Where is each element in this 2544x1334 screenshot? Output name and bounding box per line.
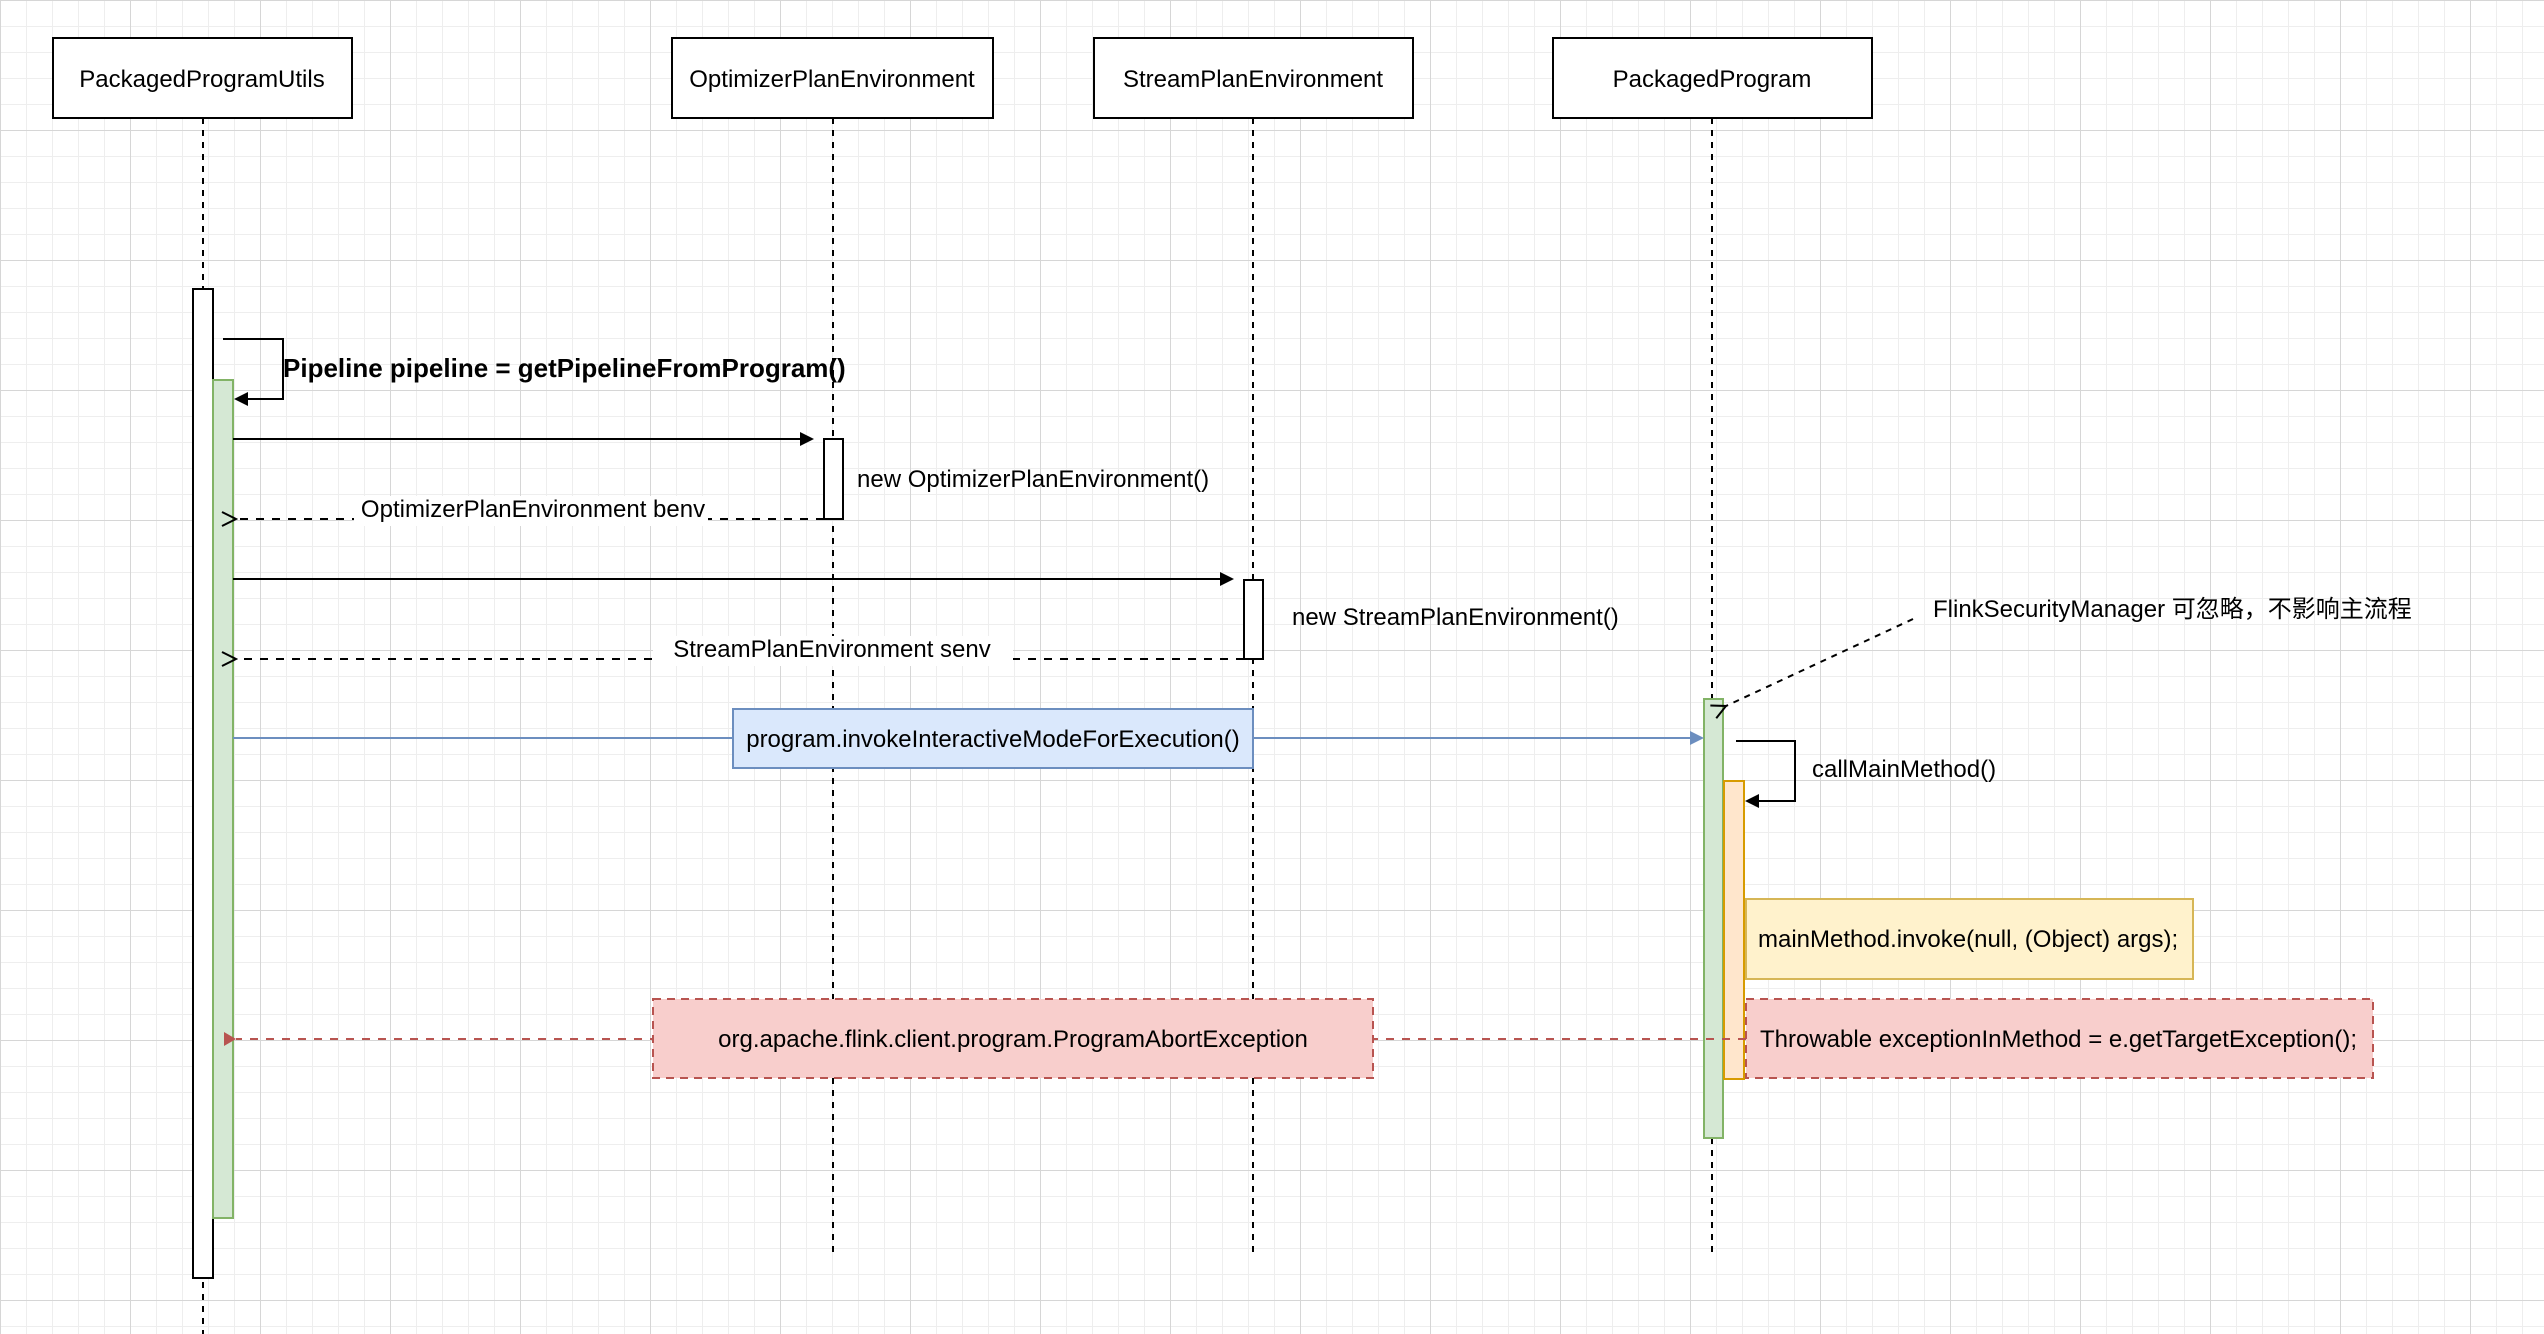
message-return-senv: StreamPlanEnvironment senv bbox=[236, 636, 1244, 666]
activation-program bbox=[1703, 698, 1724, 1139]
note-main-invoke: mainMethod.invoke(null, (Object) args); bbox=[1745, 898, 2194, 980]
participant-optimizer-plan-environment[interactable]: OptimizerPlanEnvironment bbox=[671, 37, 994, 119]
note-security-manager: FlinkSecurityManager 可忽略，不影响主流程 bbox=[1726, 596, 2412, 706]
invoke-label: program.invokeInteractiveModeForExecutio… bbox=[746, 726, 1240, 753]
new-optimizer-label: new OptimizerPlanEnvironment() bbox=[857, 466, 1209, 493]
self-call-label: Pipeline pipeline = getPipelineFromProgr… bbox=[283, 353, 846, 383]
participant-label: PackagedProgram bbox=[1613, 66, 1812, 93]
exception-in-method-label: Throwable exceptionInMethod = e.getTarge… bbox=[1760, 1026, 2357, 1053]
activation-optimizer bbox=[823, 438, 844, 520]
new-stream-label: new StreamPlanEnvironment() bbox=[1292, 604, 1619, 631]
participant-label: StreamPlanEnvironment bbox=[1123, 66, 1383, 93]
participant-label: OptimizerPlanEnvironment bbox=[689, 66, 975, 93]
main-invoke-label: mainMethod.invoke(null, (Object) args); bbox=[1758, 926, 2178, 953]
return-benv-label: OptimizerPlanEnvironment benv bbox=[361, 496, 705, 523]
activation-main-method bbox=[1723, 780, 1745, 1080]
security-note-label: FlinkSecurityManager 可忽略，不影响主流程 bbox=[1933, 596, 2412, 623]
message-self-call: Pipeline pipeline = getPipelineFromProgr… bbox=[223, 338, 846, 406]
activation-stream bbox=[1243, 579, 1264, 660]
abort-exception-label: org.apache.flink.client.program.ProgramA… bbox=[718, 1026, 1308, 1053]
participant-stream-plan-environment[interactable]: StreamPlanEnvironment bbox=[1093, 37, 1414, 119]
message-abort-exception: org.apache.flink.client.program.ProgramA… bbox=[224, 998, 2374, 1079]
message-new-optimizer: new OptimizerPlanEnvironment() bbox=[233, 432, 1209, 493]
message-return-benv: OptimizerPlanEnvironment benv bbox=[236, 496, 824, 526]
activation-utils-inner bbox=[212, 379, 234, 1219]
message-invoke: program.invokeInteractiveModeForExecutio… bbox=[233, 708, 1704, 769]
participant-label: PackagedProgramUtils bbox=[79, 66, 324, 93]
participant-packaged-program-utils[interactable]: PackagedProgramUtils bbox=[52, 37, 353, 119]
message-new-stream: new StreamPlanEnvironment() bbox=[233, 572, 1619, 631]
message-call-main: callMainMethod() bbox=[1736, 740, 1996, 808]
call-main-label: callMainMethod() bbox=[1812, 756, 1996, 783]
return-senv-label: StreamPlanEnvironment senv bbox=[673, 636, 990, 663]
participant-packaged-program[interactable]: PackagedProgram bbox=[1552, 37, 1873, 119]
activation-utils-outer bbox=[192, 288, 214, 1279]
